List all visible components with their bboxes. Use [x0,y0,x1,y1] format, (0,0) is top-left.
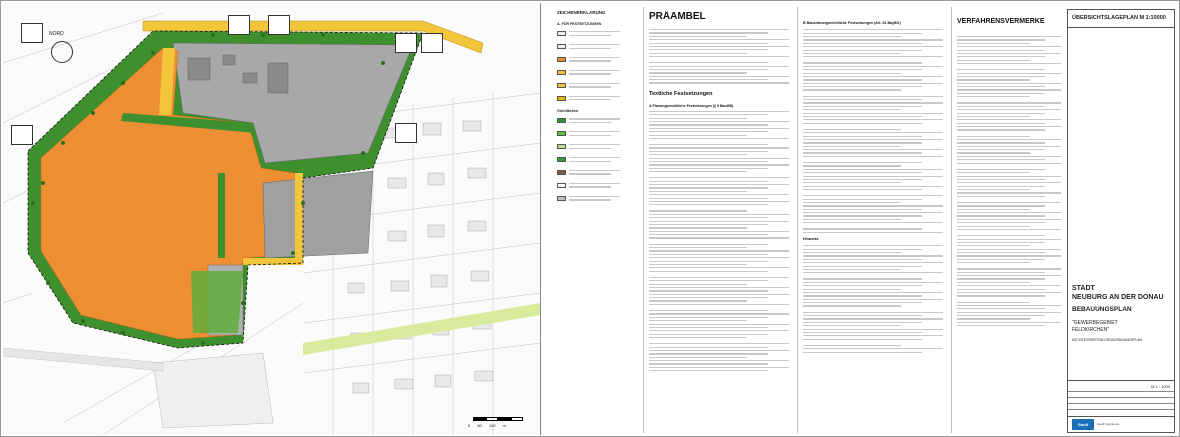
legend-item [557,68,629,77]
plan-scale: M 1 : 1000 [1151,384,1170,389]
legend-sections: A. FÜR FESTSETZUNGEN Grünflächen [557,22,629,203]
legend-item [557,181,629,190]
nutzungsschablone-6 [395,123,417,143]
legend-column: ZEICHENERKLÄRUNG A. FÜR FESTSETZUNGEN Grü… [557,11,629,429]
scale-bar-labels: 0 50 100 m [468,423,507,428]
nutzungsschablone-7 [421,33,443,53]
praeambel-title: PRÄAMBEL [649,11,706,22]
section-a-heading: A Planungsrechtliche Festsetzungen (§ 9 … [649,103,734,108]
legend-section-heading: Grünflächen [557,108,579,113]
gauff-logo-icon: Gauff [1072,419,1094,430]
legend-title: ZEICHENERKLÄRUNG [557,11,606,15]
column-divider [797,7,798,433]
legend-item [557,194,629,203]
legend-swatch [557,118,566,124]
legend-swatch [557,195,566,201]
city-name: NEUBURG AN DER DONAU [1072,294,1164,301]
legend-item [557,42,629,51]
legend-swatch [557,182,566,188]
title-block: ÜBERSICHTSLAGEPLAN M 1:10000 STADT NEUBU… [1067,9,1175,433]
verfahrensvermerke-text [957,36,1061,327]
nutzungsschablone-1 [21,23,43,43]
title-block-main: STADT NEUBURG AN DER DONAU BEBAUUNGSPLAN… [1068,280,1174,346]
legend-section-heading: A. FÜR FESTSETZUNGEN [557,21,602,26]
praeambel-text [649,29,789,84]
legend-swatch [557,131,566,137]
legend-swatch [557,30,566,36]
overview-plan-label: ÜBERSICHTSLAGEPLAN M 1:10000 [1068,10,1174,28]
legend-swatch [557,43,566,49]
section-b-text [803,29,943,233]
nutzungsschablone-4 [395,33,417,53]
praeambel-column: PRÄAMBEL Textliche Festsetzungen A Planu… [649,11,789,429]
stadt-label: STADT [1072,285,1095,292]
legend-swatch [557,156,566,162]
nutzungsschablone-3 [268,15,290,35]
column-divider [951,7,952,433]
revision-table: M 1 : 1000 [1068,380,1174,418]
legend-item [557,55,629,64]
company-logo: Gauff Gauff Ingenieure [1068,416,1174,432]
hinweise-text [803,245,943,353]
legend-item [557,142,629,151]
north-label: NORD [49,31,64,37]
bauordnung-column: B Bauordnungsrechtliche Festsetzungen (A… [803,11,943,429]
legend-swatch [557,56,566,62]
plan-name-line-1: "GEWERBEGEBIET [1072,320,1118,326]
legend-swatch [557,95,566,101]
legend-item [557,29,629,38]
legend-item [557,168,629,177]
section-b-heading: B Bauordnungsrechtliche Festsetzungen (A… [803,21,901,25]
legend-item [557,81,629,90]
plan-name-line-2: FELDKIRCHEN" [1072,326,1110,333]
scale-bar [473,417,523,421]
plan-type: BEBAUUNGSPLAN [1072,306,1132,313]
verfahrensvermerke-column: VERFAHRENSVERMERKE [957,11,1061,429]
legend-item [557,94,629,103]
nutzungsschablone-2 [228,15,250,35]
legend-item [557,155,629,164]
legend-item [557,129,629,138]
map-drawing [3,3,540,435]
legend-item [557,116,629,125]
verfahrensvermerke-title: VERFAHRENSVERMERKE [957,18,1045,25]
site-plan-map: NORD 0 50 100 m [3,3,541,435]
textliche-festsetzungen-title: Textliche Festsetzungen [649,90,713,97]
hinweise-heading: Hinweise [803,236,819,241]
legend-swatch [557,169,566,175]
legend-swatch [557,143,566,149]
column-divider [643,7,644,433]
legend-swatch [557,82,566,88]
section-a-text [649,110,789,372]
north-arrow-icon [51,41,73,63]
nutzungsschablone-5 [11,125,33,145]
legend-swatch [557,69,566,75]
plan-note: MIT INTEGRIERTEM GRÜNORDNUNGSPLAN [1072,338,1142,342]
company-name: Gauff Ingenieure [1097,421,1120,426]
